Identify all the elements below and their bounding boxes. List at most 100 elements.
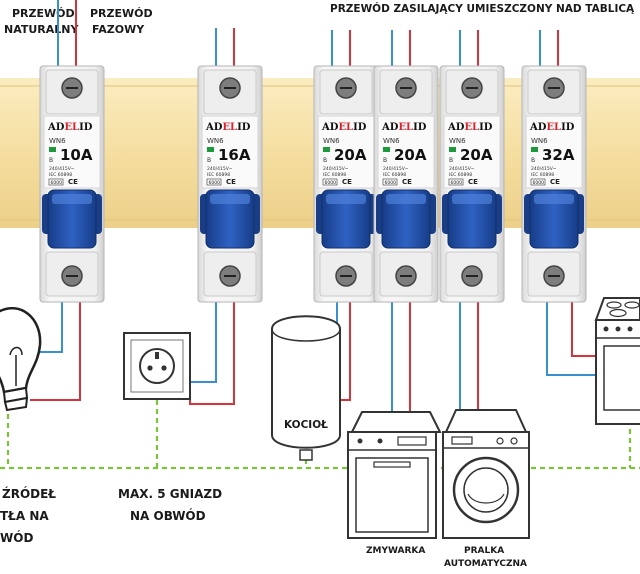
breaker-model: WN6 — [49, 137, 66, 145]
brand-part-c: ID — [479, 122, 493, 133]
ce-mark-icon: CE — [402, 178, 412, 186]
power-socket-icon — [123, 332, 191, 400]
breaker-model: WN6 — [449, 137, 466, 145]
breaker-toggle-highlight — [326, 194, 366, 204]
breaker-toggle — [447, 189, 497, 249]
breaker-brand: ADELID — [47, 122, 93, 133]
breaker-voltage: 240/415V~ — [207, 166, 233, 172]
brand-part-a: AD — [205, 122, 223, 133]
light-bulb-icon — [0, 306, 42, 412]
brand-part-a: AD — [381, 122, 399, 133]
breaker-toggle-highlight — [534, 194, 574, 204]
sockets-label-2: NA OBWÓD — [130, 508, 206, 523]
breaker-toggle-highlight — [52, 194, 92, 204]
breaker-brand: ADELID — [381, 122, 427, 133]
breaker-curve: B — [323, 157, 327, 164]
breaker-indicator — [49, 147, 56, 152]
brand-part-a: AD — [529, 122, 547, 133]
breaker-capacity-box — [448, 178, 464, 186]
breaker-toggle-highlight — [452, 194, 492, 204]
brand-part-a: AD — [47, 122, 65, 133]
breaker-model: WN6 — [531, 137, 548, 145]
breaker-toggle — [529, 189, 579, 249]
breaker-toggle — [205, 189, 255, 249]
brand-part-c: ID — [237, 122, 251, 133]
wire-11 — [340, 300, 351, 401]
breaker-model: WN6 — [383, 137, 400, 145]
breaker-rating: 32A — [542, 146, 575, 164]
ce-mark-icon: CE — [342, 178, 352, 186]
supply-cable-label: PRZEWÓD ZASILAJĄCY UMIESZCZONY NAD TABLI… — [330, 2, 635, 15]
brand-part-b: EL — [222, 122, 237, 133]
breaker-rating: 10A — [60, 146, 93, 164]
brand-part-b: EL — [398, 122, 413, 133]
breaker-voltage: 240/415V~ — [49, 166, 75, 172]
breaker-capacity-box — [530, 178, 546, 186]
breaker-indicator — [449, 147, 456, 152]
breaker-capacity: 6000 — [325, 180, 337, 186]
brand-part-b: EL — [464, 122, 479, 133]
brand-part-b: EL — [64, 122, 79, 133]
breaker-capacity: 6000 — [209, 180, 221, 186]
breaker-voltage: 240/415V~ — [531, 166, 557, 172]
breaker-brand: ADELID — [529, 122, 575, 133]
sockets-label-1: MAX. 5 GNIAZD — [118, 487, 222, 501]
breaker-toggle — [381, 189, 431, 249]
breaker-toggle — [47, 189, 97, 249]
electric-stove-icon — [594, 297, 640, 425]
breaker-toggle — [321, 189, 371, 249]
breaker-curve: B — [449, 157, 453, 164]
breaker-capacity: 6000 — [51, 180, 63, 186]
brand-part-c: ID — [413, 122, 427, 133]
breaker-toggle-highlight — [210, 194, 250, 204]
brand-part-c: ID — [353, 122, 367, 133]
brand-part-c: ID — [561, 122, 575, 133]
breaker-brand: ADELID — [205, 122, 251, 133]
ce-mark-icon: CE — [468, 178, 478, 186]
breaker-standard: IEC 60898 — [531, 172, 554, 178]
breaker-label-panel — [443, 115, 501, 189]
ce-mark-icon: CE — [550, 178, 560, 186]
breaker-standard: IEC 60898 — [49, 172, 72, 178]
wire-6 — [190, 300, 217, 383]
brand-part-b: EL — [546, 122, 561, 133]
breaker-voltage: 240/415V~ — [449, 166, 475, 172]
ce-mark-icon: CE — [226, 178, 236, 186]
breaker-brand: ADELID — [447, 122, 493, 133]
breaker-toggle-highlight — [386, 194, 426, 204]
phase-wire-label-1: PRZEWÓD — [90, 7, 153, 20]
breaker-curve: B — [49, 157, 53, 164]
lights-label-2: TŁA NA — [0, 509, 49, 523]
breaker-indicator — [207, 147, 214, 152]
wire-22 — [546, 300, 596, 376]
washing-machine-label-2: AUTOMATYCZNA — [444, 559, 527, 569]
breaker-curve: B — [531, 157, 535, 164]
wire-7 — [189, 300, 235, 405]
lights-label-3: WÓD — [0, 530, 33, 545]
dishwasher-label: ZMYWARKA — [366, 546, 425, 556]
brand-part-c: ID — [79, 122, 93, 133]
breaker-brand: ADELID — [321, 122, 367, 133]
phase-wire-label-2: FAZOWY — [92, 23, 145, 36]
breaker-curve: B — [207, 157, 211, 164]
boiler-icon — [271, 315, 341, 461]
brand-part-b: EL — [338, 122, 353, 133]
breaker-voltage: 240/415V~ — [383, 166, 409, 172]
breaker-curve: B — [383, 157, 387, 164]
breaker-capacity: 6000 — [385, 180, 397, 186]
breaker-capacity-box — [206, 178, 222, 186]
brand-part-a: AD — [321, 122, 339, 133]
breaker-capacity-box — [48, 178, 64, 186]
breaker-indicator — [531, 147, 538, 152]
breaker-capacity-box — [322, 178, 338, 186]
boiler-label: KOCIOŁ — [284, 419, 328, 431]
washing-machine-icon — [442, 409, 530, 539]
breaker-standard: IEC 60898 — [383, 172, 406, 178]
breaker-rating: 20A — [460, 146, 493, 164]
